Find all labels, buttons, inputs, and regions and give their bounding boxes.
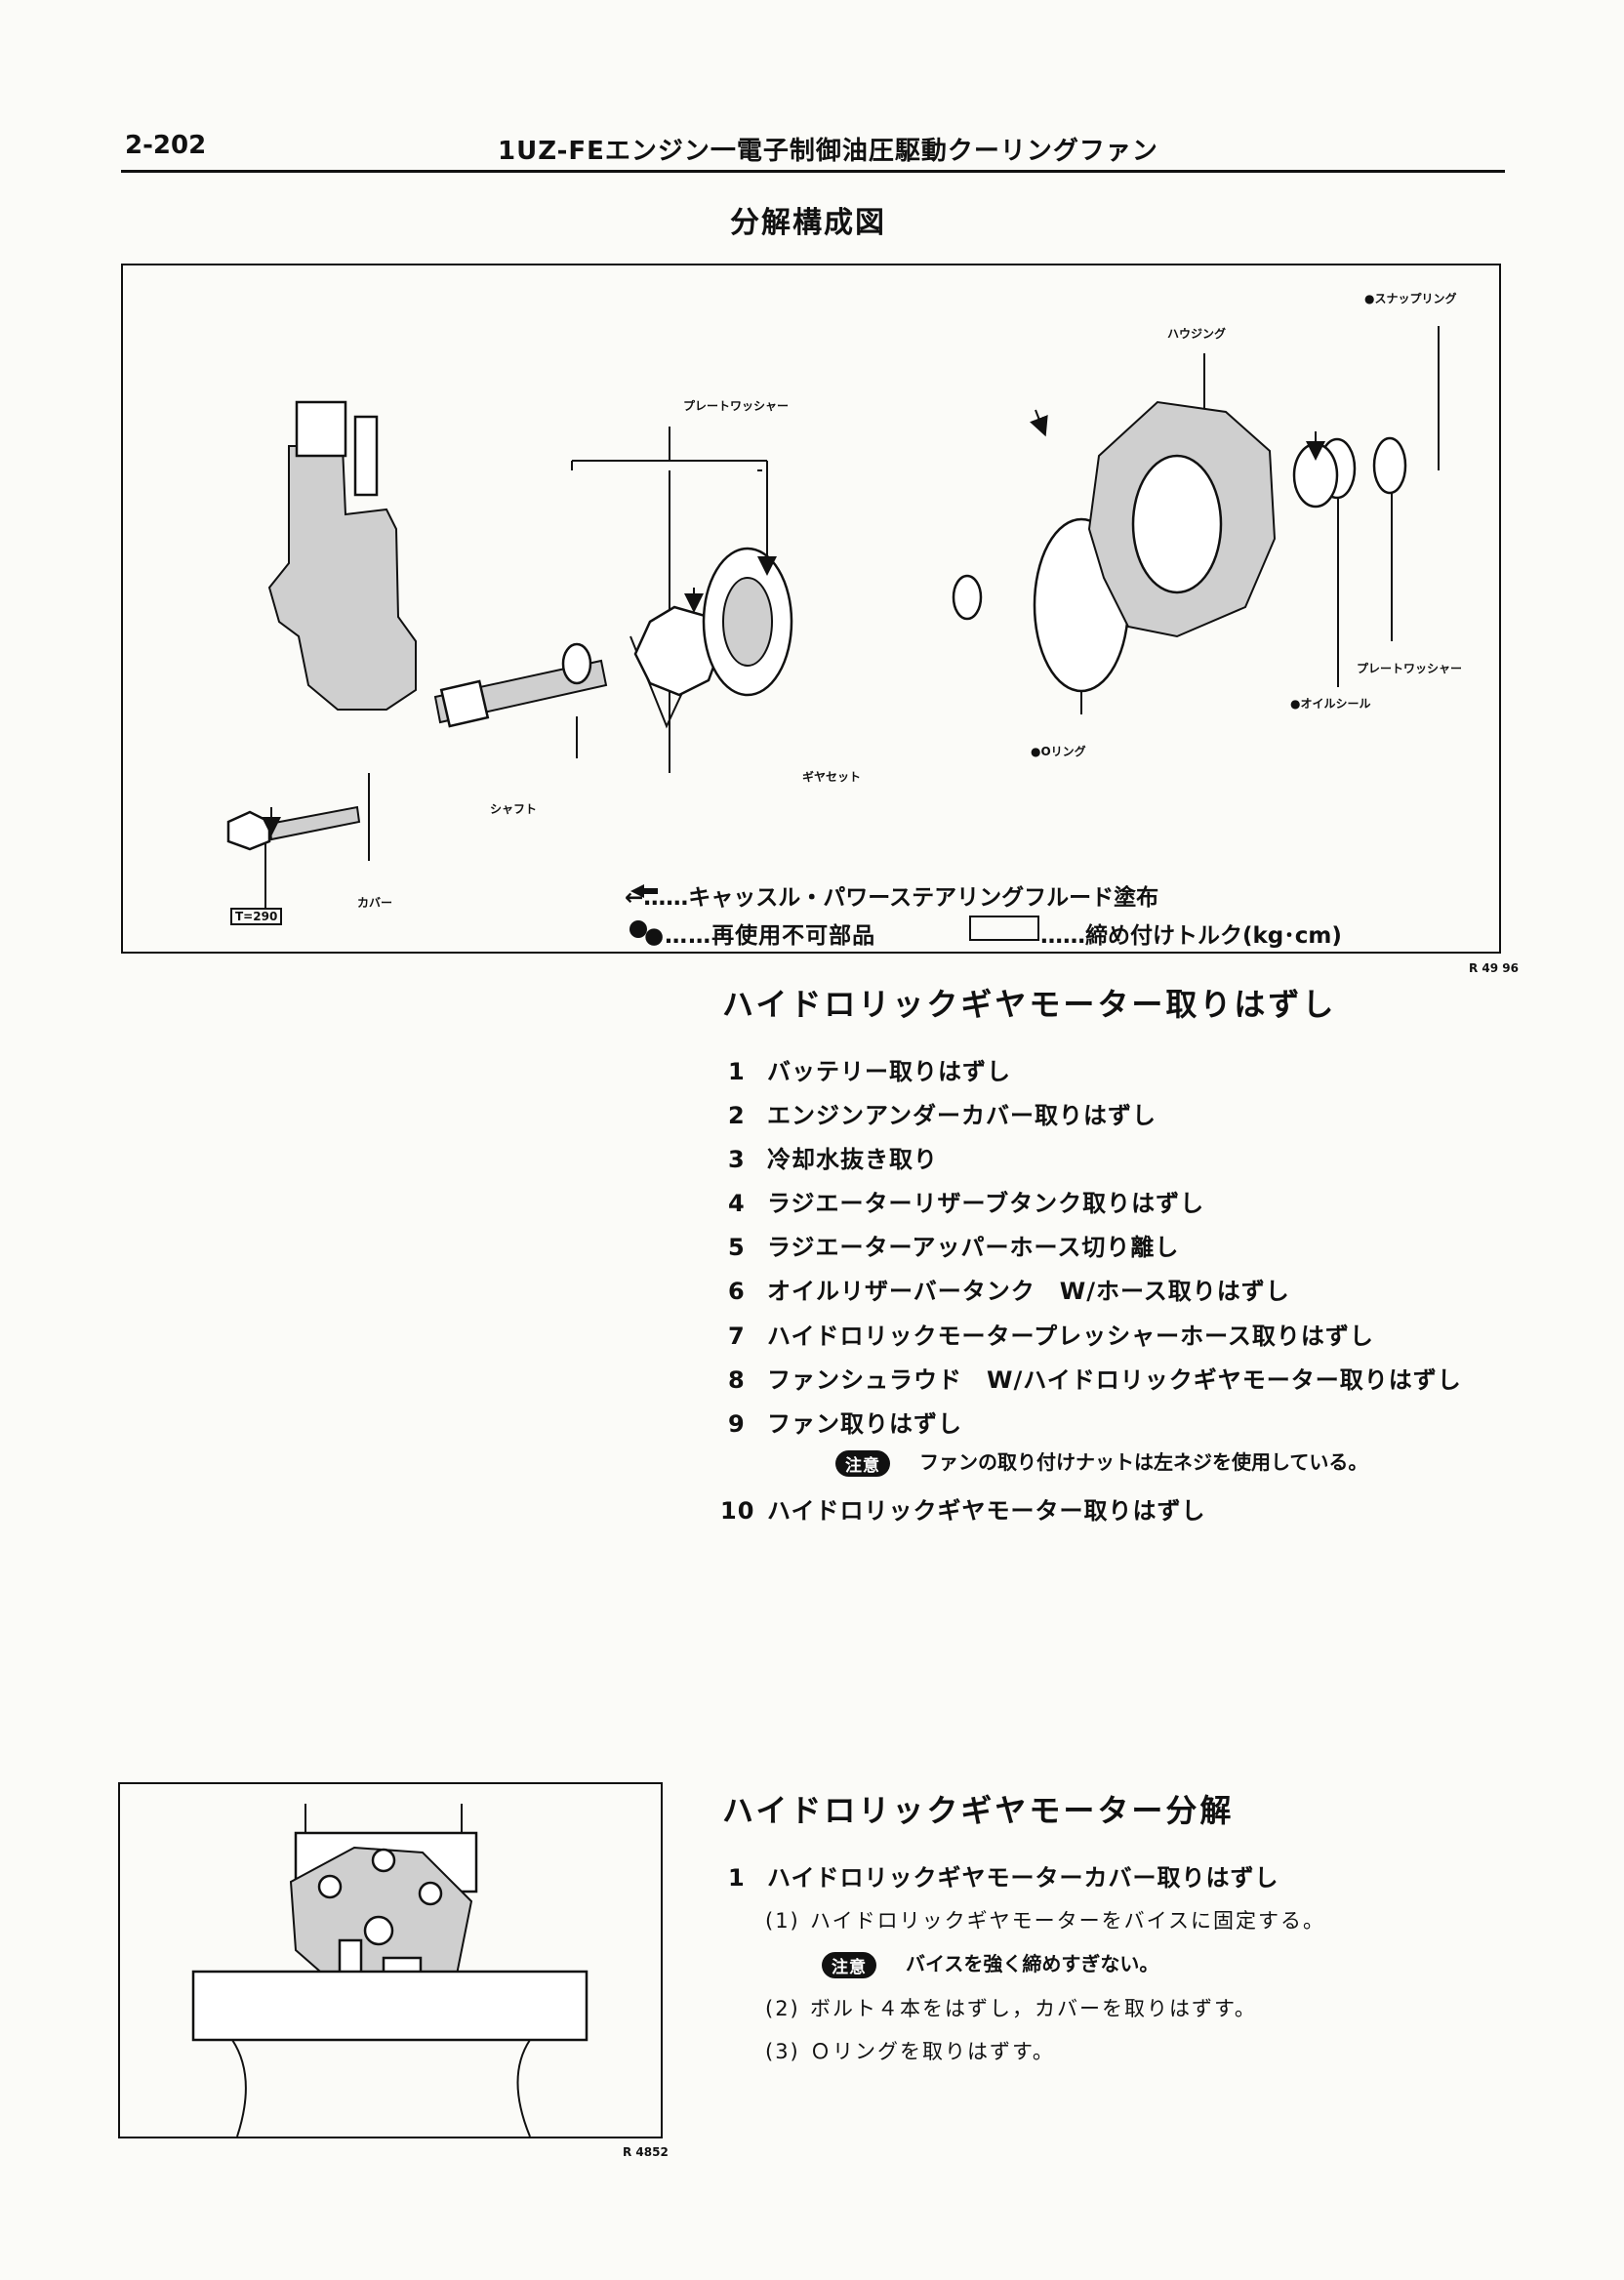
substep-2: (2)ボルト４本をはずし，カバーを取りはずす。 xyxy=(765,1997,1257,2020)
exploded-view-drawing xyxy=(226,326,1440,941)
vise-figure-drawing xyxy=(191,1804,589,2137)
figure-2-id: R 4852 xyxy=(623,2145,669,2159)
label-oil-seal: ●オイルシール xyxy=(1290,697,1371,711)
label-cover: カバー xyxy=(357,896,393,910)
note-2: 注意バイスを強く締めすぎない。 xyxy=(822,1948,1158,1978)
figure-1-id: R 49 96 xyxy=(1469,961,1519,975)
header-rule xyxy=(121,170,1505,173)
caution-badge: 注意 xyxy=(835,1450,890,1477)
label-housing: ハウジング xyxy=(1167,327,1227,341)
caution-badge: 注意 xyxy=(822,1952,876,1978)
label-shaft: シャフト xyxy=(490,802,538,816)
section-2-title: ハイドロリックギヤモーター分解 xyxy=(722,1792,1235,1829)
figure-title: 分解構成図 xyxy=(730,206,886,240)
legend-arrow-text: ←……キャッスル・パワーステアリングフルード塗布 xyxy=(625,885,1159,911)
page-number: 2-202 xyxy=(125,131,207,160)
exploded-view-frame xyxy=(121,264,1501,954)
label-plate-washer-top: プレートワッシャー xyxy=(683,399,790,413)
substep-3: (3)Ｏリングを取りはずす。 xyxy=(765,2040,1055,2063)
note-1: 注意ファンの取り付けナットは左ネジを使用している。 xyxy=(835,1446,1367,1477)
label-plate-washer-right: プレートワッシャー xyxy=(1357,662,1463,675)
vise-figure-frame xyxy=(118,1782,663,2138)
section-1-title: ハイドロリックギヤモーター取りはずし xyxy=(722,986,1337,1023)
running-title: 1UZ-FEエンジン一電子制御油圧駆動クーリングファン xyxy=(498,137,1158,166)
torque-spec-box: T=290 xyxy=(230,908,283,925)
label-o-ring: ●Oリング xyxy=(1031,745,1086,758)
legend-torque-text: ……締め付けトルク(kg･cm) xyxy=(1040,923,1342,949)
legend-dot-text: ●……再使用不可部品 xyxy=(644,923,876,949)
label-snap-ring: ●スナップリング xyxy=(1364,292,1457,305)
substep-1: (1)ハイドロリックギヤモーターをバイスに固定する。 xyxy=(765,1909,1325,1933)
label-gear-set: ギヤセット xyxy=(802,770,862,784)
